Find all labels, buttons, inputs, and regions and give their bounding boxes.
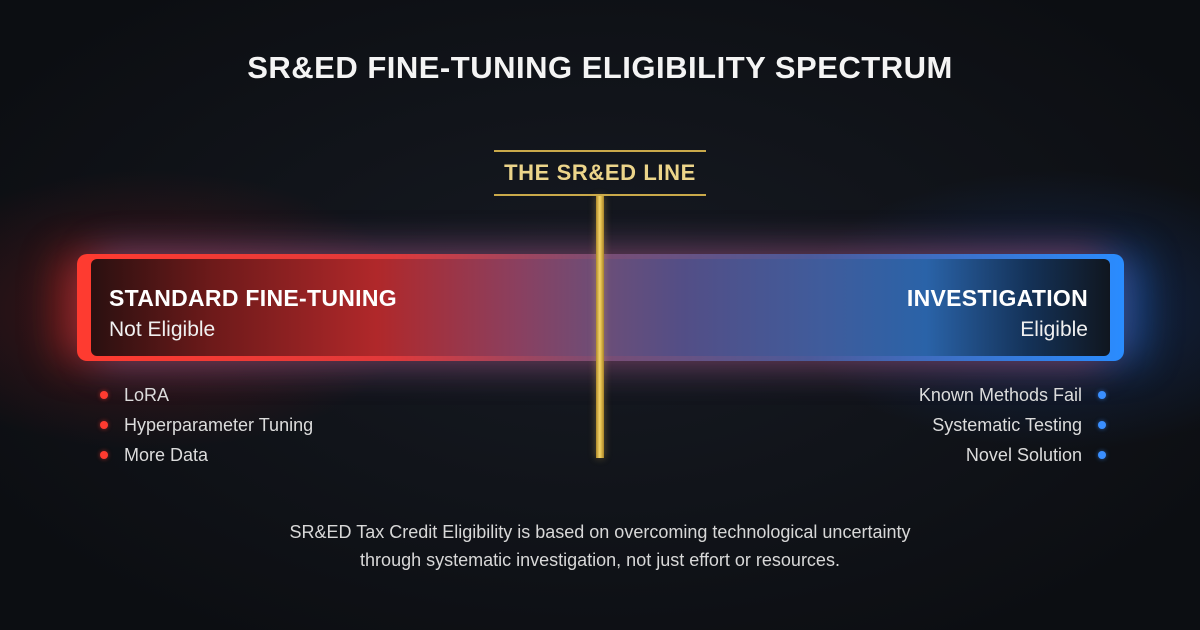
blue-bullet-icon (1098, 391, 1106, 399)
red-bullet-icon (100, 391, 108, 399)
eligible-zone: INVESTIGATION Eligible (907, 285, 1088, 342)
footnote-line-1: SR&ED Tax Credit Eligibility is based on… (289, 522, 911, 542)
list-item: Novel Solution (919, 440, 1106, 470)
red-bullet-icon (100, 421, 108, 429)
eligible-status: Eligible (1020, 318, 1088, 341)
sred-divider-line (596, 196, 604, 458)
eligibility-footnote: SR&ED Tax Credit Eligibility is based on… (0, 518, 1200, 574)
eligible-examples-list: Known Methods Fail Systematic Testing No… (919, 380, 1106, 470)
list-item: Known Methods Fail (919, 380, 1106, 410)
blue-bullet-icon (1098, 421, 1106, 429)
list-item-label: Novel Solution (965, 444, 1082, 465)
not-eligible-zone: STANDARD FINE-TUNING Not Eligible (109, 285, 397, 342)
footnote-line-2: through systematic investigation, not ju… (360, 550, 840, 570)
spectrum-gradient: STANDARD FINE-TUNING Not Eligible INVEST… (91, 259, 1110, 356)
list-item-label: Systematic Testing (932, 414, 1082, 435)
list-item-label: Known Methods Fail (918, 384, 1082, 405)
list-item: Hyperparameter Tuning (100, 410, 313, 440)
list-item-label: LoRA (124, 384, 170, 405)
investigation-heading: INVESTIGATION (906, 285, 1088, 311)
not-eligible-examples-list: LoRA Hyperparameter Tuning More Data (100, 380, 313, 470)
list-item: LoRA (100, 380, 313, 410)
list-item-label: More Data (124, 444, 209, 465)
sred-line-label: THE SR&ED LINE (494, 150, 706, 196)
blue-bullet-icon (1098, 451, 1106, 459)
red-bullet-icon (100, 451, 108, 459)
list-item-label: Hyperparameter Tuning (124, 414, 314, 435)
not-eligible-status: Not Eligible (109, 318, 216, 341)
list-item: More Data (100, 440, 313, 470)
standard-fine-tuning-heading: STANDARD FINE-TUNING (109, 285, 397, 311)
list-item: Systematic Testing (919, 410, 1106, 440)
page-title: SR&ED FINE-TUNING ELIGIBILITY SPECTRUM (247, 50, 953, 85)
